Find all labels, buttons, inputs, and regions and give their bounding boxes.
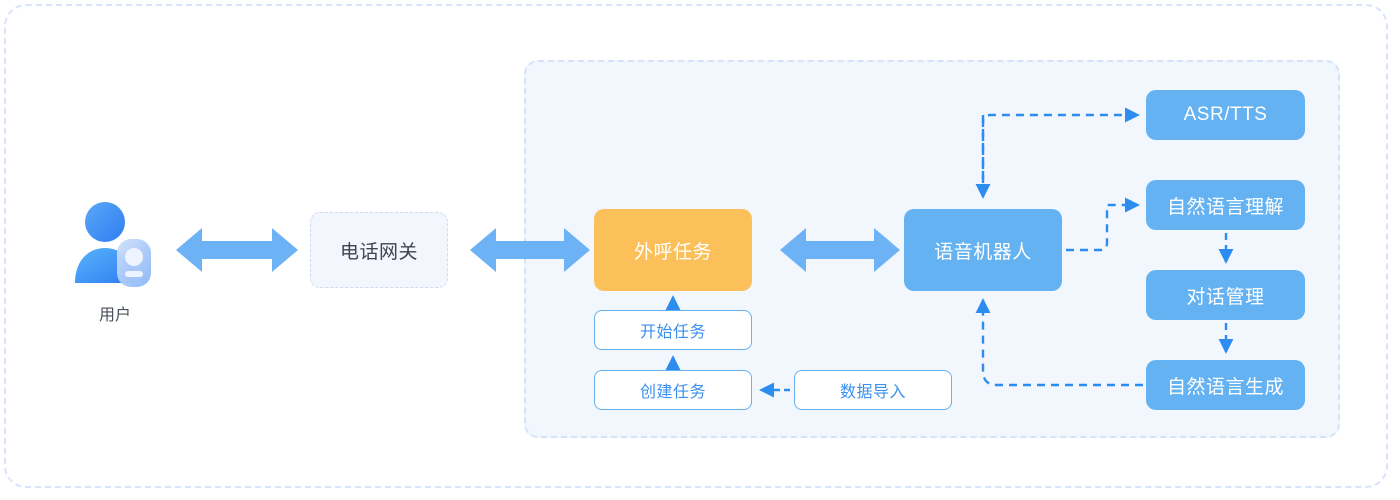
node-outbound-task-label: 外呼任务: [633, 241, 712, 263]
node-telephone-gateway-label: 电话网关: [339, 241, 418, 263]
node-outbound-task[interactable]: 外呼任务: [594, 209, 752, 291]
node-data-import[interactable]: 数据导入: [794, 370, 952, 410]
node-dialog-management-label: 对话管理: [1186, 286, 1265, 308]
node-telephone-gateway[interactable]: 电话网关: [310, 212, 448, 288]
user-label: 用户: [98, 307, 131, 324]
node-asr-tts-label: ASR/TTS: [1183, 104, 1268, 125]
node-voice-robot[interactable]: 语音机器人: [904, 209, 1062, 291]
node-nlg[interactable]: 自然语言生成: [1146, 360, 1305, 410]
node-start-task-label: 开始任务: [639, 324, 706, 341]
node-create-task-label: 创建任务: [639, 384, 706, 401]
user-avatar-icon: [67, 195, 163, 291]
node-asr-tts[interactable]: ASR/TTS: [1146, 90, 1305, 140]
node-start-task[interactable]: 开始任务: [594, 310, 752, 350]
node-nlg-label: 自然语言生成: [1166, 376, 1284, 398]
node-create-task[interactable]: 创建任务: [594, 370, 752, 410]
node-voice-robot-label: 语音机器人: [934, 241, 1032, 263]
node-nlu[interactable]: 自然语言理解: [1146, 180, 1305, 230]
node-data-import-label: 数据导入: [839, 384, 906, 401]
node-dialog-management[interactable]: 对话管理: [1146, 270, 1305, 320]
user-block: 用户: [60, 195, 170, 340]
node-nlu-label: 自然语言理解: [1166, 196, 1284, 218]
arrow-user-to-gateway: [176, 228, 298, 272]
